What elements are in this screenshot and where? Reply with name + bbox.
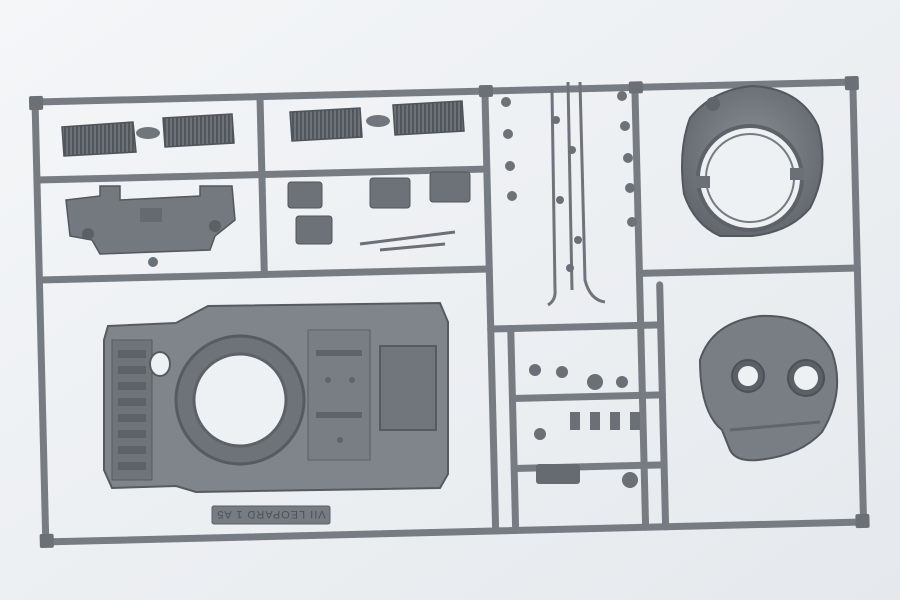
turret-top-part (698, 314, 839, 462)
hull-deck-part (103, 301, 449, 494)
name-tab-text: VII LEOPARD 1 A5 (216, 508, 325, 520)
engine-grill-part-left (61, 113, 235, 157)
engine-grill-part-right (289, 100, 465, 142)
rear-plate-part (65, 185, 236, 267)
sprue-name-tab: VII LEOPARD 1 A5 (211, 505, 331, 525)
stowage-box-parts (287, 171, 471, 252)
turret-ring-part (681, 84, 824, 237)
tow-cable-parts (547, 81, 606, 307)
sprue-frame (28, 75, 870, 549)
small-hook-parts (501, 91, 637, 227)
small-fitting-parts (529, 364, 640, 488)
